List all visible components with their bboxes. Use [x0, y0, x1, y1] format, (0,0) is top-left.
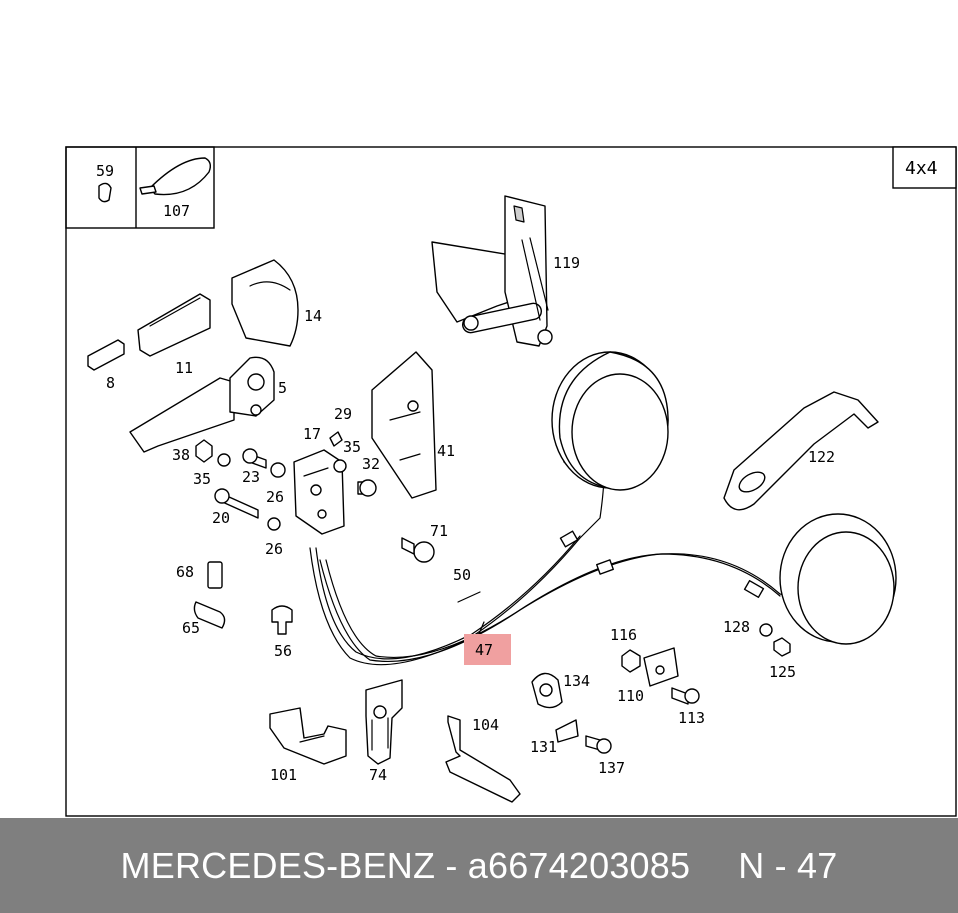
label-68: 68: [176, 563, 194, 581]
label-50: 50: [453, 566, 471, 584]
label-26-lower: 26: [265, 540, 283, 558]
part-134-131-137: [531, 672, 612, 754]
label-113: 113: [678, 709, 705, 727]
label-128: 128: [723, 618, 750, 636]
label-41: 41: [437, 442, 455, 460]
label-32: 32: [362, 455, 380, 473]
clip-59-icon: [98, 182, 112, 203]
label-131: 131: [530, 738, 557, 756]
label-14: 14: [304, 307, 322, 325]
inset-label-107: 107: [163, 202, 190, 220]
label-65: 65: [182, 619, 200, 637]
part-119-bracket: [431, 195, 553, 347]
label-5: 5: [278, 379, 287, 397]
hardware-row: [195, 439, 377, 531]
part-101-bracket: [269, 707, 347, 765]
label-119: 119: [553, 254, 580, 272]
label-74: 74: [369, 766, 387, 784]
part-8-block: [87, 339, 125, 371]
part-17-actuator: [293, 431, 345, 535]
part-104-bracket: [445, 715, 521, 803]
label-47-highlighted: 47: [475, 641, 493, 659]
highlight-box-47: [464, 634, 511, 665]
footer-text: MERCEDES-BENZ - a6674203085 N - 47: [121, 845, 838, 887]
label-134: 134: [563, 672, 590, 690]
parts-diagram: 59 107 4x4: [65, 146, 957, 817]
part-41-bracket: [371, 351, 437, 499]
label-101: 101: [270, 766, 297, 784]
cable-tie-107-icon: [149, 157, 212, 196]
label-35-lower: 35: [193, 470, 211, 488]
label-137: 137: [598, 759, 625, 777]
part-74-connector: [365, 679, 403, 765]
footer-bar: MERCEDES-BENZ - a6674203085 N - 47: [0, 818, 958, 913]
part-14-cover: [231, 259, 299, 347]
label-122: 122: [808, 448, 835, 466]
label-17: 17: [303, 425, 321, 443]
part-11-bracket: [137, 293, 211, 357]
label-20: 20: [212, 509, 230, 527]
badge-text: 4x4: [905, 158, 938, 179]
part-5-lever: [129, 356, 275, 453]
part-122-bracket: [723, 391, 879, 511]
label-11: 11: [175, 359, 193, 377]
brake-drum-lower: [779, 513, 897, 645]
label-56: 56: [274, 642, 292, 660]
label-8: 8: [106, 374, 115, 392]
diagram-frame: [65, 146, 957, 817]
label-125: 125: [769, 663, 796, 681]
label-29: 29: [334, 405, 352, 423]
label-26-upper: 26: [266, 488, 284, 506]
label-71: 71: [430, 522, 448, 540]
badge-4x4: 4x4: [892, 146, 957, 189]
footer-position: N - 47: [738, 844, 838, 886]
label-23: 23: [242, 468, 260, 486]
inset-box: 59 107: [65, 146, 215, 229]
parts-diagram-svg: 59 107 4x4: [65, 146, 957, 817]
label-38: 38: [172, 446, 190, 464]
label-116: 116: [610, 626, 637, 644]
label-104: 104: [472, 716, 499, 734]
label-110: 110: [617, 687, 644, 705]
hardware-right: [621, 623, 791, 705]
footer-part-number: MERCEDES-BENZ - a6674203085: [120, 844, 691, 886]
part-68-65-56: [193, 561, 293, 635]
label-35-upper: 35: [343, 438, 361, 456]
inset-label-59: 59: [96, 162, 114, 180]
brake-drum-upper: [551, 351, 669, 491]
part-71-clip: [401, 537, 435, 563]
